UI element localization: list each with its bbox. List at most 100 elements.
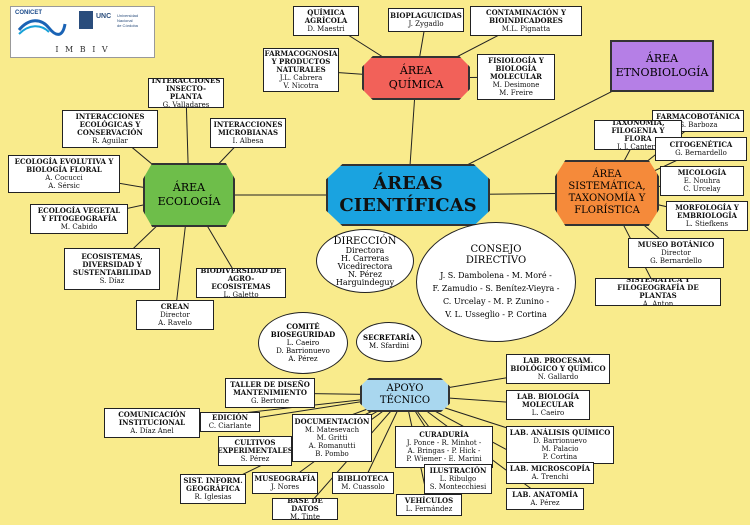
unc-name: Universidad Nacional de Córdoba: [117, 13, 139, 28]
secretaria-member: M. Sfardini: [369, 342, 409, 350]
unit-members: S. Díaz: [99, 277, 125, 285]
area-apoyo-tecnico: APOYO TÉCNICO: [360, 378, 450, 412]
unit-title: BASE DE DATOS: [287, 498, 323, 513]
unit-members: A. Pérez: [530, 499, 560, 507]
unit-members: L. Ribulgo S. Montecchiesi: [429, 475, 487, 491]
unit-members: A. Anton: [642, 300, 674, 306]
unit-title: ILUSTRACIÓN: [429, 466, 487, 475]
institutional-logos: CONICET UNC Universidad Nacional de Córd…: [10, 6, 155, 58]
unc-seal-icon: [79, 11, 93, 29]
unit-members: J. Zygadlo: [408, 20, 444, 28]
unit-members: M. Matesevach M. Gritti A. Romanutti B. …: [304, 426, 360, 458]
unit-title: SISTEMÁTICA Y FILOGEOGRAFÍA DE PLANTAS: [617, 278, 699, 300]
unit-members: M. Desimone M. Freire: [492, 81, 540, 97]
unit-title: MUSEO BOTÁNICO: [637, 240, 715, 249]
unit-members: G. Bernardello: [675, 149, 727, 157]
unit-members: C. Ciarlante: [208, 422, 252, 430]
secretaria-title: SECRETARÍA: [363, 333, 415, 342]
central-hub: ÁREAS CIENTÍFICAS: [326, 164, 490, 226]
unit-title: ECOLOGÍA EVOLUTIVA Y BIOLOGÍA FLORAL: [14, 157, 114, 174]
unit-members: M. Tinte: [290, 513, 320, 520]
unit-title: LAB. ANÁLISIS QUÍMICO: [509, 428, 611, 437]
unit-title: ECOLOGÍA VEGETAL Y FITOGEOGRAFÍA: [37, 206, 121, 223]
unit-members: J. Nores: [270, 483, 300, 491]
unit-title: QUÍMICA AGRÍCOLA: [304, 8, 348, 25]
unit-title: LAB. ANATOMÍA: [512, 490, 578, 499]
unit-members: Director G. Bernardello: [650, 249, 702, 265]
unit-members: M.L. Pignatta: [501, 25, 551, 33]
unit-title: DOCUMENTACIÓN: [294, 417, 370, 426]
unit-title: FARMACOBOTÁNICA: [656, 112, 740, 121]
direccion-node: DIRECCIÓN Directora H. Carreras Vicedire…: [316, 229, 414, 293]
direccion-members: Directora H. Carreras Vicedirectora N. P…: [335, 245, 395, 287]
unit-title: MUSEOGRAFÍA: [254, 474, 316, 483]
unit-title: CULTIVOS EXPERIMENTALES: [218, 438, 292, 455]
unit-members: A. Cocucci A. Sérsic: [45, 174, 83, 190]
unit-title: INTERACCIONES MICROBIANAS: [213, 120, 283, 137]
unit-title: BIOPLAGUICIDAS: [390, 11, 462, 20]
unit-members: S. Pérez: [240, 455, 270, 463]
unit-members: Director A. Ravelo: [158, 311, 192, 327]
unit-members: J.L. Cabrera V. Nicotra: [279, 74, 323, 90]
unit-title: TALLER DE DISEÑO MANTENIMIENTO: [230, 380, 310, 397]
unit-members: L. Galetto: [223, 291, 259, 298]
unit-members: L. Caeiro: [531, 409, 565, 417]
conicet-wordmark: CONICET: [15, 10, 42, 16]
consejo-members: J. S. Dambolena - M. Moré - F. Zamudio -…: [432, 270, 560, 319]
unit-members: R. Iglesias: [194, 493, 232, 501]
unit-members: L. Stiefkens: [685, 220, 729, 228]
unit-members: G. Valladares: [162, 101, 210, 108]
unit-title: SIST. INFORM. GEOGRÁFICA: [183, 476, 243, 493]
unc-abbr: UNC: [96, 13, 112, 20]
unit-members: R. Aguilar: [92, 137, 128, 145]
consejo-title: CONSEJO DIRECTIVO: [465, 243, 527, 266]
unit-members: G. Barboza: [678, 121, 718, 129]
secretaria-node: SECRETARÍA M. Sfardini: [356, 322, 422, 362]
unit-title: CURADURÍA: [419, 430, 469, 439]
conicet-logo: CONICET: [15, 10, 71, 42]
unit-title: MICOLOGÍA: [677, 168, 727, 177]
unit-title: FARMACOGNOSIA Y PRODUCTOS NATURALES: [264, 49, 338, 74]
unit-title: INTERACCIONES ECOLÓGICAS Y CONSERVACIÓN: [75, 112, 145, 137]
unit-title: TAXONOMÍA, FILOGENIA Y FLORA: [611, 120, 665, 143]
direccion-title: DIRECCIÓN: [333, 235, 397, 247]
unit-title: ECOSISTEMAS, DIVERSIDAD Y SUSTENTABILIDA…: [72, 252, 152, 277]
imbiv-wordmark: I M B I V: [55, 45, 110, 54]
area-quimica: ÁREA QUÍMICA: [362, 56, 470, 100]
unit-title: BIBLIOTECA: [337, 474, 389, 483]
unit-members: G. Bertone: [250, 397, 290, 405]
unit-title: BIODIVERSIDAD DE AGRO-ECOSISTEMAS: [200, 268, 282, 291]
unit-title: CREAN: [160, 302, 190, 311]
unit-title: MORFOLOGÍA Y EMBRIOLOGÍA: [675, 203, 739, 220]
unit-members: D. Barrionuevo M. Palacio P. Cortina: [533, 437, 587, 461]
unit-title: CONTAMINACIÓN Y BIOINDICADORES: [486, 8, 566, 25]
unit-title: LAB. PROCESAM. BIOLÓGICO Y QUÍMICO: [510, 356, 606, 373]
consejo-directivo-node: CONSEJO DIRECTIVO J. S. Dambolena - M. M…: [416, 222, 576, 342]
unit-members: L. Fernández: [405, 505, 453, 513]
comite-members: L. Caeiro D. Barrionuevo A. Pérez: [276, 339, 330, 363]
unit-title: VEHÍCULOS: [404, 496, 454, 505]
